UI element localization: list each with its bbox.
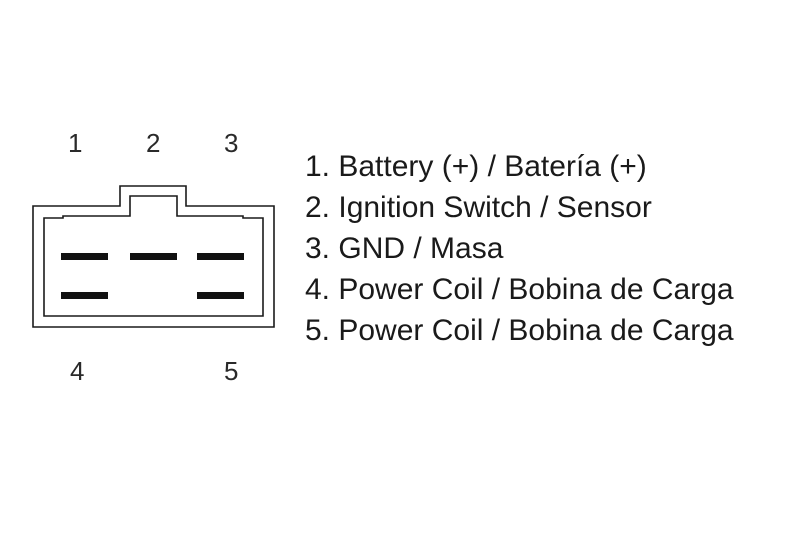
connector-housing-outer [32, 185, 275, 328]
terminal-pin-5 [197, 292, 244, 299]
legend-item-pin-5: 5. Power Coil / Bobina de Carga [305, 314, 734, 347]
legend-item-pin-4: 4. Power Coil / Bobina de Carga [305, 273, 734, 306]
terminal-pin-3 [197, 253, 244, 260]
terminal-pin-4 [61, 292, 108, 299]
terminal-pin-1 [61, 253, 108, 260]
terminal-pin-2 [130, 253, 177, 260]
pin-number-2: 2 [146, 128, 160, 158]
pin-number-3: 3 [224, 128, 238, 158]
pin-number-5: 5 [224, 356, 238, 386]
legend-item-pin-2: 2. Ignition Switch / Sensor [305, 191, 652, 224]
pin-legend: 1. Battery (+) / Batería (+) 2. Ignition… [305, 146, 734, 351]
connector-housing-inner [43, 195, 264, 317]
legend-item-pin-3: 3. GND / Masa [305, 232, 504, 265]
pin-number-1: 1 [68, 128, 82, 158]
legend-item-pin-1: 1. Battery (+) / Batería (+) [305, 150, 647, 183]
pin-number-4: 4 [70, 356, 84, 386]
